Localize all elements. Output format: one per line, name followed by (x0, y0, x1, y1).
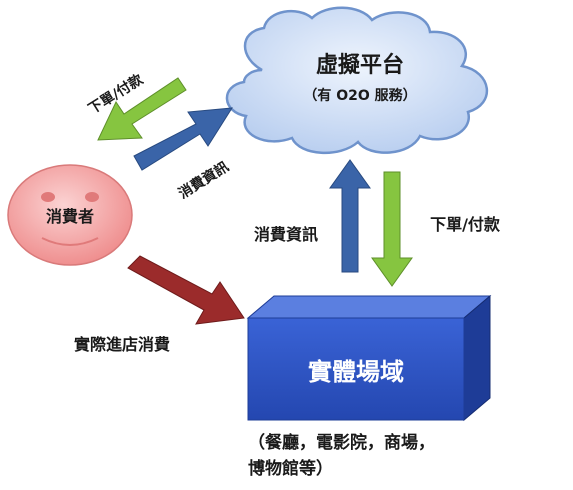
arrow-store-to-platform: 消費資訊 (254, 159, 371, 273)
cloud-shape (225, 6, 488, 154)
platform-subtitle: （有 O2O 服務） (303, 87, 416, 104)
visit-store-label: 實際進店消費 (74, 335, 170, 354)
virtual-platform-cloud: 虛擬平台 （有 O2O 服務） (225, 6, 488, 154)
consumer-face: 消費者 (7, 164, 133, 266)
left-eye-icon (41, 192, 55, 202)
face-circle (7, 164, 133, 266)
arrow-consumer-to-platform: 消費資訊 (133, 107, 233, 202)
consumer-info-label-diagonal: 消費資訊 (175, 158, 231, 202)
arrow-consumer-to-store: 實際進店消費 (74, 255, 245, 354)
store-caption-line1: （餐廳，電影院，商場， (248, 432, 435, 453)
green-down-arrow-icon (371, 171, 413, 287)
consumer-info-label-vertical: 消費資訊 (254, 225, 318, 244)
cube-top-face (246, 295, 492, 319)
right-eye-icon (85, 192, 99, 202)
store-title: 實體場域 (308, 358, 404, 386)
smile-icon (41, 237, 99, 246)
cube-side-face (463, 294, 491, 422)
arrow-platform-to-store: 下單/付款 (371, 171, 501, 287)
cube-front-face (247, 317, 465, 421)
order-payment-label-vertical: 下單/付款 (430, 215, 501, 234)
physical-store-cube: 實體場域 (246, 294, 492, 422)
red-arrow-icon (127, 255, 245, 325)
platform-title: 虛擬平台 (316, 52, 404, 78)
blue-arrow-icon (133, 107, 233, 171)
green-arrow-icon (97, 77, 187, 141)
arrow-platform-to-consumer: 下單/付款 (85, 70, 187, 141)
store-caption-line2: 博物館等） (248, 458, 333, 479)
blue-up-arrow-icon (329, 159, 371, 273)
consumer-label: 消費者 (46, 207, 94, 226)
